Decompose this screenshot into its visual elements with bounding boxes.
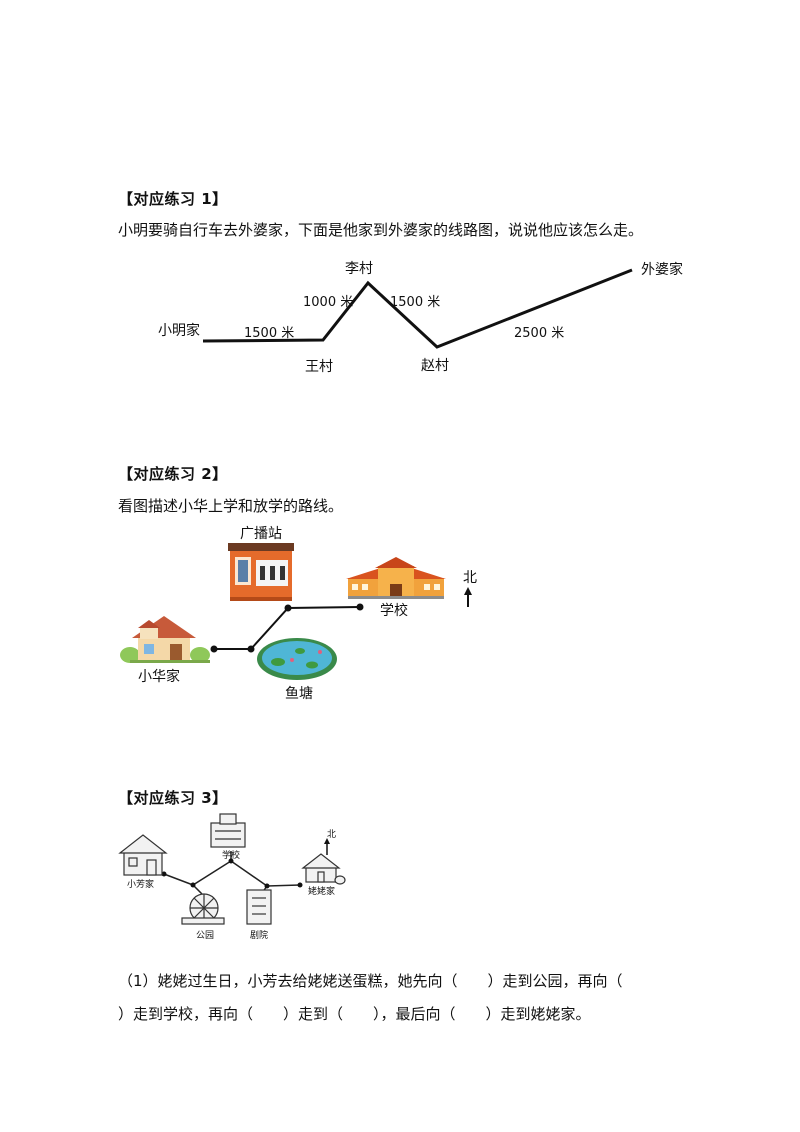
ex2-heading: 【对应练习 2】	[118, 465, 228, 483]
ex1-heading: 【对应练习 1】	[118, 190, 228, 208]
ex1-place-li: 李村	[345, 261, 373, 277]
ex3-route-line	[163, 860, 301, 887]
ex2-north-label: 北	[463, 570, 477, 586]
grandma-house-sketch-icon	[301, 853, 346, 885]
ex3-north-label: 北	[327, 830, 337, 840]
fish-pond-icon	[257, 638, 337, 680]
ex3-place-theater: 剧院	[250, 931, 269, 941]
ex1-place-zhao: 赵村	[421, 358, 449, 374]
ex1-distance-zhao-grandma: 2500 米	[514, 326, 565, 341]
ex1-place-grandma: 外婆家	[641, 262, 683, 278]
ex2-route-node	[247, 645, 255, 653]
ex1-distance-home-wang: 1500 米	[244, 326, 295, 341]
ex1-place-wang: 王村	[305, 359, 333, 375]
ex2-place-station: 广播站	[240, 526, 282, 542]
ex2-place-school: 学校	[380, 603, 408, 619]
house-sketch-icon	[118, 834, 168, 876]
broadcast-station-icon	[228, 543, 294, 601]
north-arrow-icon	[324, 838, 330, 855]
house-icon	[120, 616, 210, 663]
ex1-route-line	[202, 268, 633, 349]
theater-sketch-icon	[246, 889, 272, 925]
ex2-route-node	[356, 603, 364, 611]
school-building-icon	[346, 557, 446, 599]
ex1-distance-wang-li: 1000 米	[303, 295, 354, 310]
ex1-question: 小明要骑自行车去外婆家，下面是他家到外婆家的线路图，说说他应该怎么走。	[118, 221, 644, 239]
ex2-question: 看图描述小华上学和放学的路线。	[118, 497, 344, 515]
ex2-route-line	[214, 606, 361, 650]
school-sketch-icon	[210, 813, 246, 848]
ex3-heading: 【对应练习 3】	[118, 789, 228, 807]
ex2-place-pond: 鱼塘	[285, 686, 313, 702]
ex3-question-line2: ）走到学校，再向（ ）走到（ ），最后向（ ）走到姥姥家。	[118, 1005, 591, 1023]
ex2-route-node	[210, 645, 218, 653]
ex3-place-grandma-home: 姥姥家	[308, 887, 336, 897]
ex1-place-home: 小明家	[158, 323, 200, 339]
ex3-place-fang-home: 小芳家	[127, 880, 155, 890]
ex2-route-node	[284, 604, 292, 612]
north-arrow-icon	[464, 587, 472, 607]
park-sketch-icon	[181, 893, 225, 925]
ex3-question-line1: （1）姥姥过生日，小芳去给姥姥送蛋糕，她先向（ ）走到公园，再向（	[118, 972, 623, 990]
ex3-place-school: 学校	[222, 851, 241, 861]
ex2-place-home: 小华家	[138, 669, 180, 685]
ex3-place-park: 公园	[196, 931, 215, 941]
ex1-distance-li-zhao: 1500 米	[390, 295, 441, 310]
